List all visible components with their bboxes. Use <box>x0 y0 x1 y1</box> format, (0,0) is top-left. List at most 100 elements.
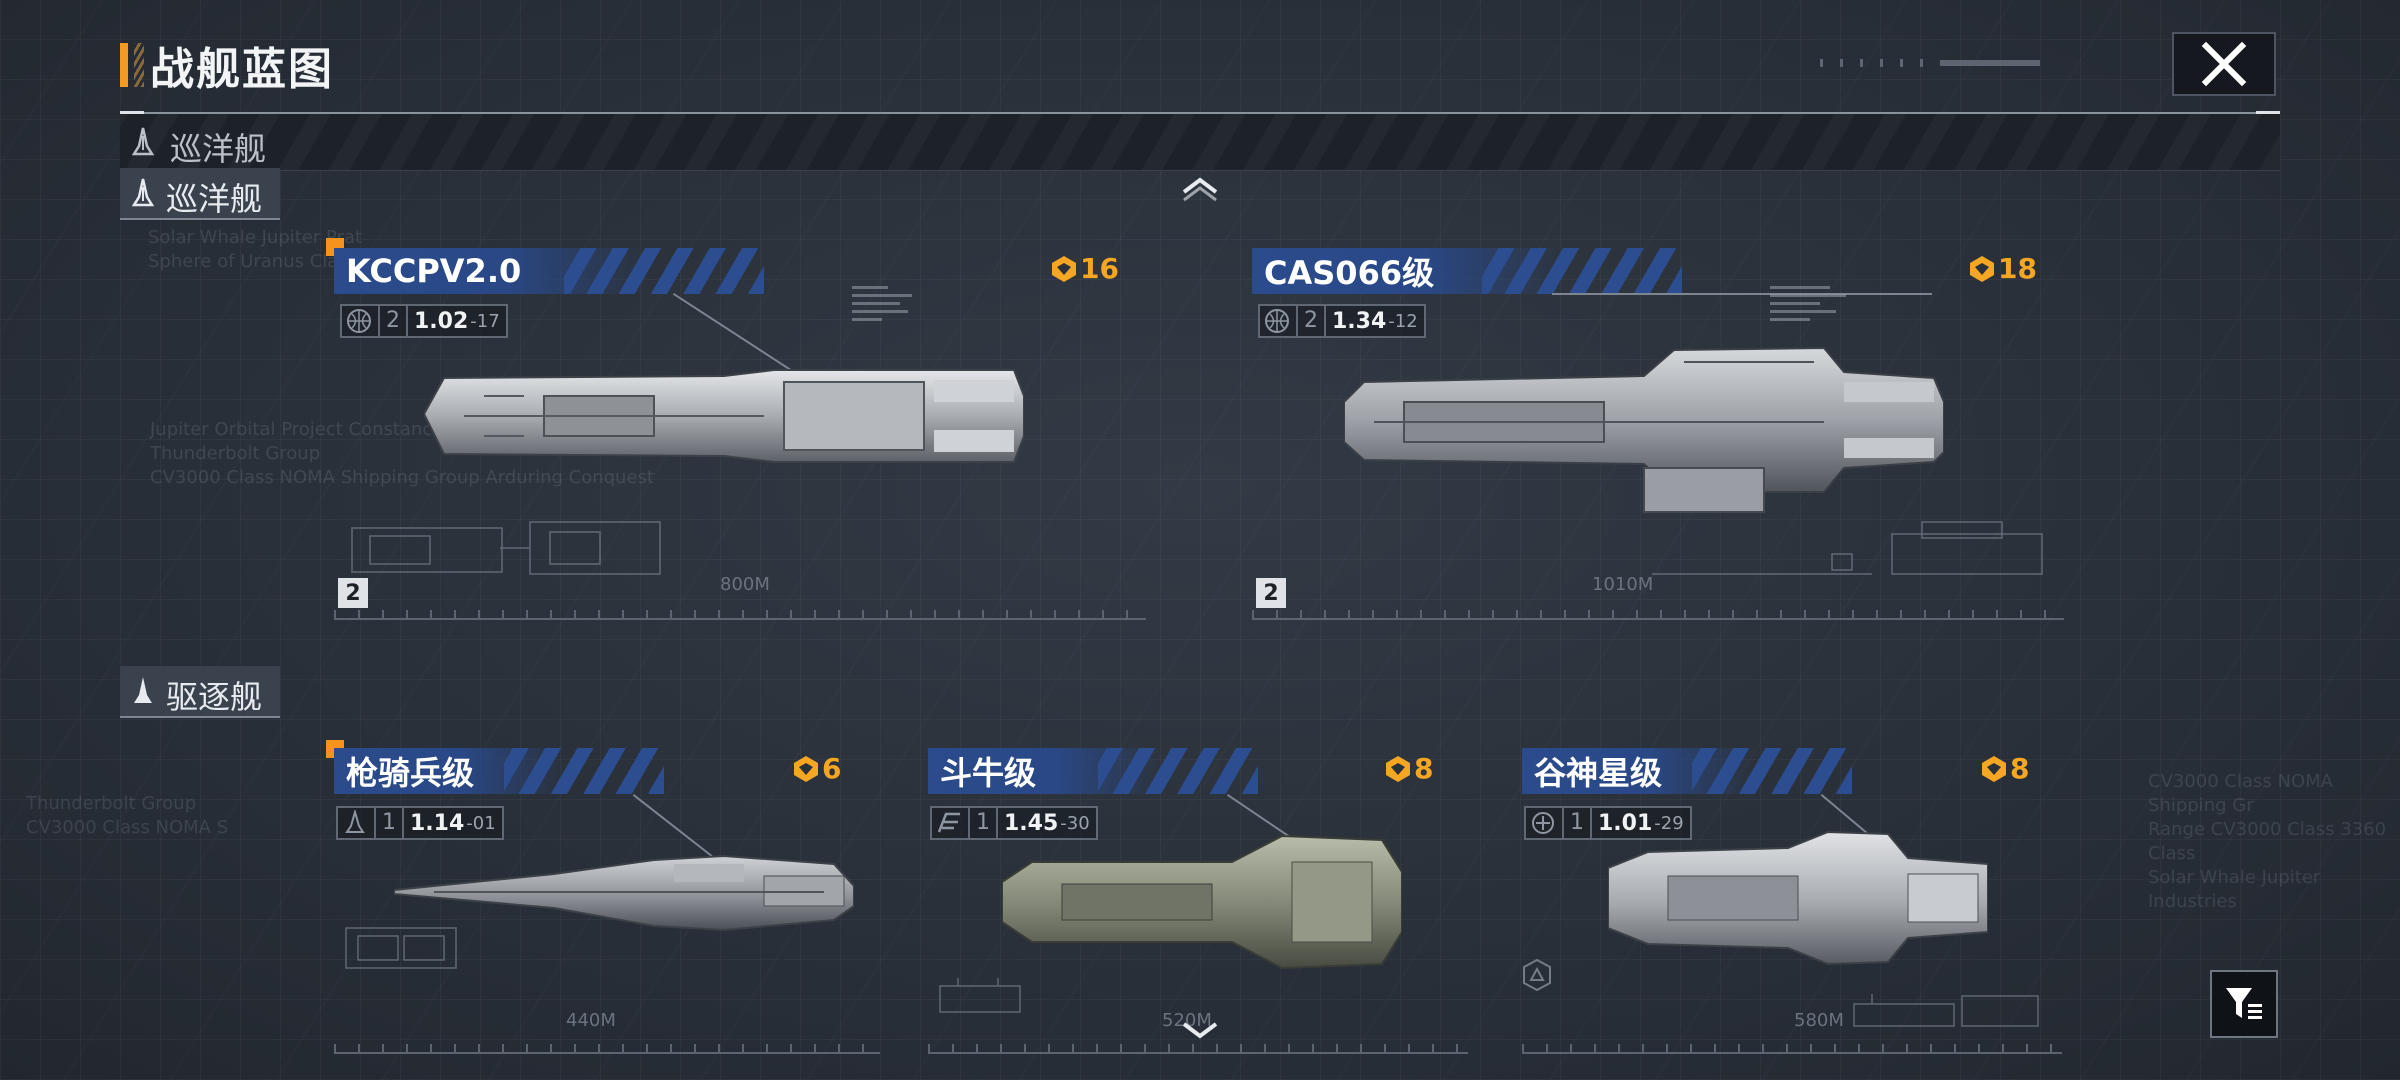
schematic-drawing <box>1652 521 2043 575</box>
schematic-text-block <box>1770 286 1846 321</box>
close-icon <box>2201 41 2247 87</box>
ship-stats: 2 1.02 -17 <box>340 304 508 338</box>
ship-cost: 16 <box>1050 252 1119 285</box>
globe-icon <box>344 306 374 336</box>
chevron-up-icon[interactable] <box>1180 176 1220 202</box>
ship-card-lancer[interactable]: 枪骑兵级 6 1 1.14 -01 440M <box>326 736 914 1066</box>
length-ruler <box>334 602 1146 620</box>
ship-cost-value: 6 <box>822 752 842 785</box>
section-label-text: 巡洋舰 <box>166 180 263 218</box>
ship-stats: 1 1.45 -30 <box>930 806 1098 840</box>
schematic-drawing <box>345 927 457 969</box>
filter-icon <box>2226 988 2262 1019</box>
ship-model-ceres <box>1608 830 1988 966</box>
stat-level: 2 <box>378 306 408 336</box>
header-divider <box>120 111 2280 115</box>
name-band-stripes <box>1482 248 1682 294</box>
section-label-text: 驱逐舰 <box>166 678 263 716</box>
page-header: 战舰蓝图 <box>120 38 334 95</box>
divider-cap <box>120 111 144 115</box>
divider-cap <box>2256 111 2280 115</box>
cost-emblem-icon <box>1982 755 2006 782</box>
header-decoration <box>1820 59 2040 67</box>
section-label-cruiser[interactable]: 巡洋舰 <box>120 168 280 220</box>
ship-cost: 8 <box>1384 752 1433 785</box>
stat-sub: -12 <box>1388 310 1418 332</box>
background-decoration: Jupiter Orbital Project Constance Spider… <box>150 419 654 488</box>
length-ruler <box>334 1036 880 1054</box>
ship-card-cas066[interactable]: CAS066级 18 2 1.34 -12 2 1010M <box>1252 236 2066 626</box>
category-header-label: 巡洋舰 <box>170 130 267 168</box>
stat-value: 1.45 <box>1004 810 1059 836</box>
name-band-stripes <box>564 248 764 294</box>
ship-cost-value: 8 <box>2010 752 2030 785</box>
ship-stats: 1 1.01 -29 <box>1524 806 1692 840</box>
faction-icon <box>1528 808 1558 838</box>
ship-length: 580M <box>1794 1010 1844 1031</box>
schematic-text-block <box>852 286 912 321</box>
ship-cost-value: 18 <box>1998 252 2037 285</box>
cruiser-class-icon <box>132 127 154 156</box>
ship-length: 1010M <box>1592 574 1654 595</box>
ship-card-ceres[interactable]: 谷神星级 8 1 1.01 -29 580M <box>1522 736 2062 1066</box>
warning-icon <box>1523 958 1551 992</box>
stat-level: 1 <box>1562 808 1592 838</box>
ship-stats: 1 1.14 -01 <box>336 806 504 840</box>
ship-cost-value: 16 <box>1080 252 1119 285</box>
ship-stats: 2 1.34 -12 <box>1258 304 1426 338</box>
close-button[interactable] <box>2172 32 2276 96</box>
name-band-stripes <box>1098 748 1258 794</box>
cost-emblem-icon <box>1970 255 1994 282</box>
length-ruler <box>928 1036 1468 1054</box>
stat-level: 1 <box>374 808 404 838</box>
stat-level: 1 <box>968 808 998 838</box>
length-ruler <box>1522 1036 2062 1054</box>
cost-emblem-icon <box>1386 755 1410 782</box>
ship-length: 520M <box>1162 1010 1212 1031</box>
schematic-drawing <box>939 978 1021 1013</box>
name-band-stripes <box>1692 748 1852 794</box>
title-accent-stripes <box>134 43 144 87</box>
title-accent <box>120 43 128 87</box>
stat-value: 1.02 <box>414 308 469 334</box>
cost-emblem-icon <box>1052 255 1076 282</box>
callout-line <box>1552 293 1932 295</box>
ship-cost: 18 <box>1968 252 2037 285</box>
ship-cost: 6 <box>792 752 841 785</box>
section-label-destroyer[interactable]: 驱逐舰 <box>120 666 280 718</box>
stat-sub: -01 <box>466 812 496 834</box>
cost-emblem-icon <box>794 755 818 782</box>
ship-model-bull <box>1002 834 1402 970</box>
ship-model-lancer <box>394 854 854 932</box>
filter-button[interactable] <box>2210 970 2278 1038</box>
length-ruler <box>1252 602 2064 620</box>
rocket-icon <box>340 808 370 838</box>
chevron-down-icon[interactable] <box>1180 1018 1220 1044</box>
ship-cost-value: 8 <box>1414 752 1434 785</box>
schematic-drawing <box>351 521 661 575</box>
ship-length: 440M <box>566 1010 616 1031</box>
callout-line <box>672 293 800 377</box>
ship-cost: 8 <box>1980 752 2029 785</box>
stat-level: 2 <box>1296 306 1326 336</box>
category-header-bar[interactable]: 巡洋舰 <box>120 114 2280 171</box>
name-band-stripes <box>504 748 664 794</box>
stat-value: 1.34 <box>1332 308 1387 334</box>
stat-value: 1.14 <box>410 810 465 836</box>
cruiser-class-icon <box>132 178 154 207</box>
destroyer-class-icon <box>134 677 152 703</box>
ship-length: 800M <box>720 574 770 595</box>
stat-sub: -29 <box>1654 812 1684 834</box>
globe-icon <box>1262 306 1292 336</box>
stat-sub: -30 <box>1060 812 1090 834</box>
page-title: 战舰蓝图 <box>150 44 334 95</box>
ship-model-cas066 <box>1344 346 1944 513</box>
schematic-drawing <box>1853 994 2039 1027</box>
stat-sub: -17 <box>470 310 500 332</box>
ship-card-kccpv2[interactable]: KCCPV2.0 16 2 1.02 -17 2 800M <box>326 236 1148 626</box>
ship-model-kccpv2 <box>424 369 1024 463</box>
ship-card-bull[interactable]: 斗牛级 8 1 1.45 -30 520M <box>928 736 1468 1066</box>
faction-icon <box>934 808 964 838</box>
